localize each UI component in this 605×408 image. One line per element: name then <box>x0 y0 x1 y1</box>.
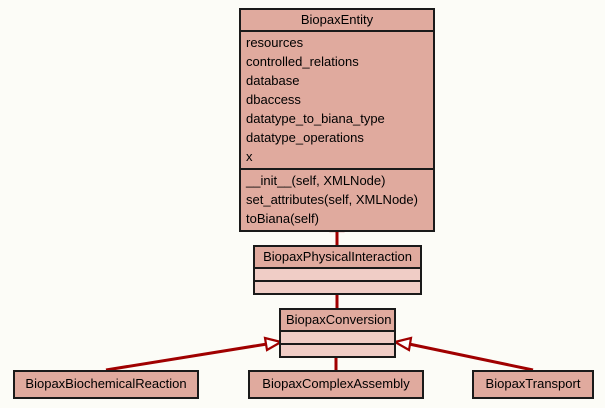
methods-compartment-biopax-physical-interaction <box>255 282 420 293</box>
attributes-compartment-biopax-physical-interaction <box>255 269 420 280</box>
class-box-biopax-conversion[interactable]: BiopaxConversion <box>279 308 396 358</box>
attribute-row: x <box>246 149 253 164</box>
class-box-biopax-entity[interactable]: BiopaxEntity resources controlled_relati… <box>239 8 435 232</box>
attribute-row: datatype_operations <box>246 130 364 145</box>
class-title-biopax-conversion: BiopaxConversion <box>281 310 394 330</box>
class-separator <box>241 30 433 32</box>
method-row: __init__(self, XMLNode) <box>246 173 386 188</box>
class-separator <box>255 267 420 269</box>
attribute-row: dbaccess <box>246 92 301 107</box>
class-separator <box>281 343 394 345</box>
class-title-biopax-physical-interaction: BiopaxPhysicalInteraction <box>255 247 420 267</box>
class-separator <box>241 168 433 170</box>
attributes-compartment-biopax-conversion <box>281 332 394 343</box>
class-title-biopax-transport: BiopaxTransport <box>474 372 592 397</box>
edge-transport-to-conversion <box>392 336 534 372</box>
attribute-row: resources <box>246 35 304 50</box>
class-title-biopax-entity: BiopaxEntity <box>241 10 433 30</box>
class-box-biopax-physical-interaction[interactable]: BiopaxPhysicalInteraction <box>253 245 422 295</box>
method-row: toBiana(self) <box>246 211 319 226</box>
class-separator <box>281 330 394 332</box>
class-box-biopax-biochemical-reaction[interactable]: BiopaxBiochemicalReaction <box>13 370 199 399</box>
class-title-biopax-complex-assembly: BiopaxComplexAssembly <box>250 372 422 397</box>
edge-biochemicalreaction-to-conversion <box>105 336 284 372</box>
class-title-biopax-biochemical-reaction: BiopaxBiochemicalReaction <box>15 372 197 397</box>
attributes-compartment-biopax-entity: resources controlled_relations database … <box>241 32 433 168</box>
attribute-row: database <box>246 73 300 88</box>
class-box-biopax-transport[interactable]: BiopaxTransport <box>472 370 594 399</box>
attribute-row: datatype_to_biana_type <box>246 111 385 126</box>
attribute-row: controlled_relations <box>246 54 359 69</box>
methods-compartment-biopax-conversion <box>281 345 394 356</box>
methods-compartment-biopax-entity: __init__(self, XMLNode) set_attributes(s… <box>241 170 433 230</box>
class-separator <box>255 280 420 282</box>
method-row: set_attributes(self, XMLNode) <box>246 192 418 207</box>
class-box-biopax-complex-assembly[interactable]: BiopaxComplexAssembly <box>248 370 424 399</box>
